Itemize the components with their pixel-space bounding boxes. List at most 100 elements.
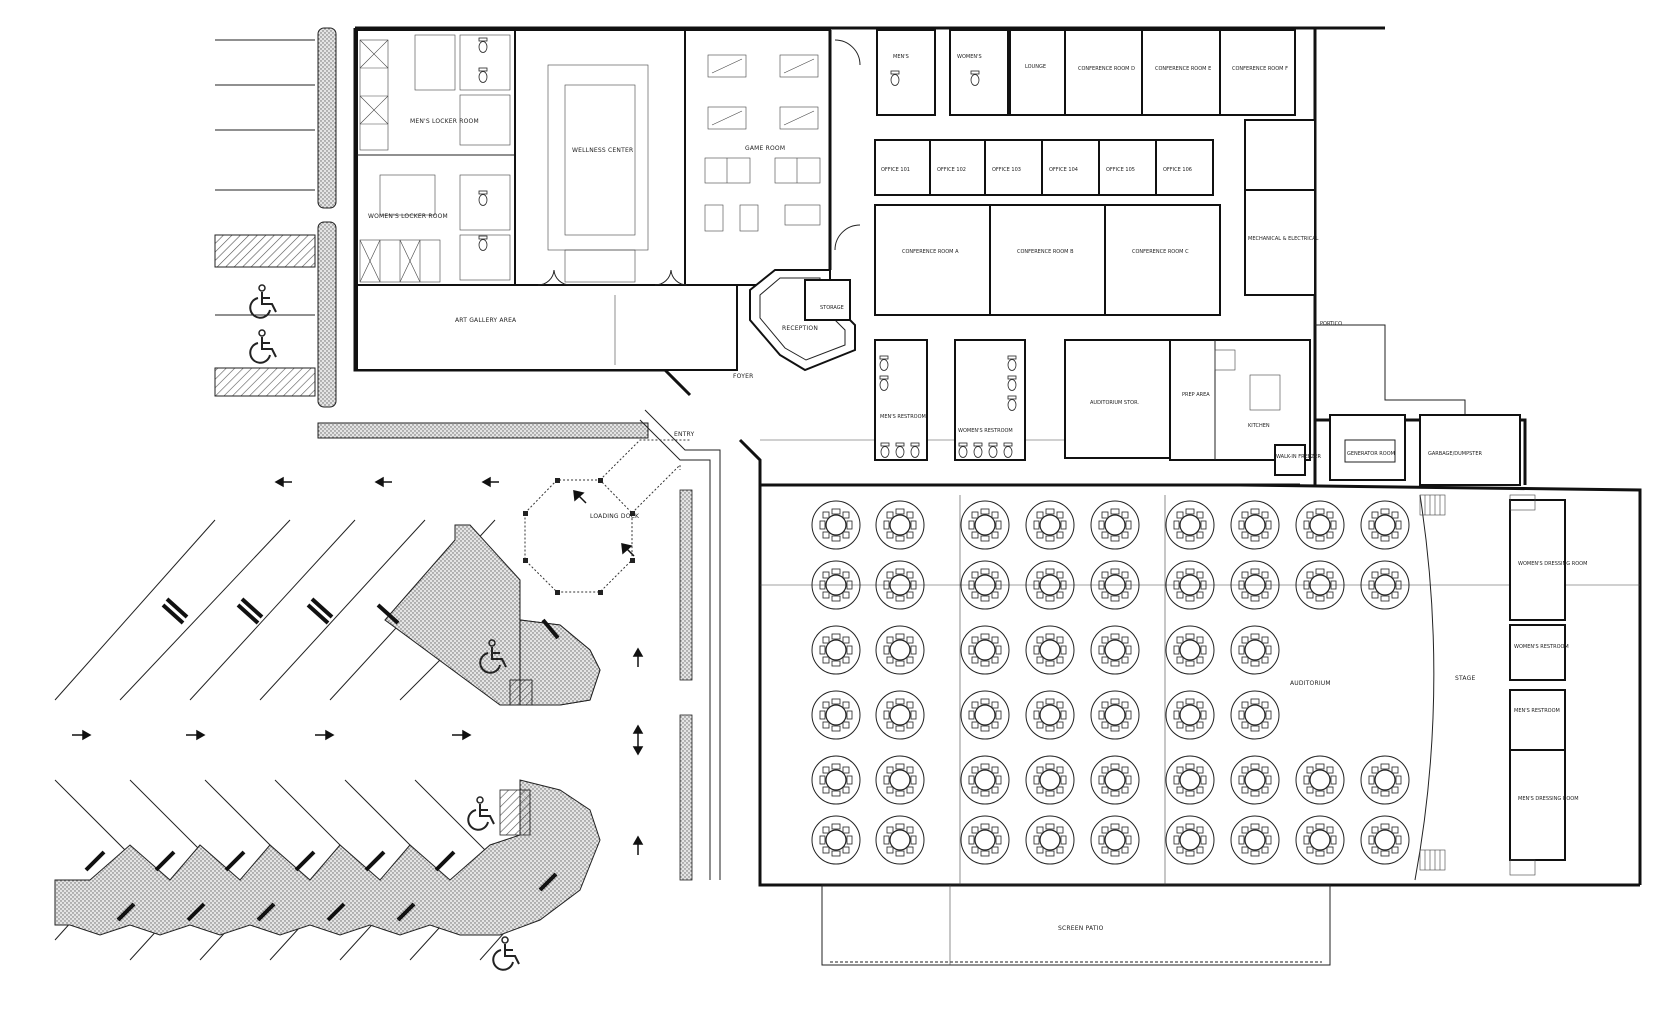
wheel-stop	[84, 850, 558, 922]
round-table-icon	[960, 815, 1010, 865]
screen-patio: SCREEN PATIO	[821, 884, 1331, 966]
room-label-mens-restroom: MEN'S RESTROOM	[880, 414, 926, 420]
locker-rooms	[356, 29, 516, 286]
round-table-icon	[1165, 815, 1215, 865]
room-label-mens-dressing: MEN'S DRESSING ROOM	[1518, 796, 1579, 802]
room-label-generator: GENERATOR ROOM	[1347, 451, 1395, 457]
round-table-icon	[1025, 500, 1075, 550]
room-label-auditorium: AUDITORIUM	[1290, 680, 1331, 687]
room-label-stage: STAGE	[1455, 675, 1475, 682]
accessible-parking-icon	[492, 936, 520, 971]
room-label-kitchen: KITCHEN	[1248, 423, 1270, 429]
round-table-icon	[1090, 755, 1140, 805]
round-table-icon	[875, 500, 925, 550]
round-table-icon	[1295, 815, 1345, 865]
room-label-conf-c: CONFERENCE ROOM C	[1132, 249, 1189, 255]
round-table-icon	[1360, 500, 1410, 550]
curb-island	[317, 221, 337, 408]
round-table-icon	[1360, 815, 1410, 865]
round-table-icon	[811, 625, 861, 675]
room-label-conf-b: CONFERENCE ROOM B	[1017, 249, 1074, 255]
lounge	[1009, 29, 1066, 116]
walkway-strip	[679, 714, 693, 881]
round-table-icon	[1295, 500, 1345, 550]
room-label-conf-d: CONFERENCE ROOM D	[1078, 66, 1135, 72]
hatched-aisle	[499, 789, 531, 836]
room-label-art-gallery: ART GALLERY AREA	[455, 317, 517, 324]
walkway-strip	[679, 489, 693, 681]
accessible-parking-icon	[467, 796, 495, 831]
accessible-parking-icon	[249, 329, 277, 364]
round-table-icon	[1230, 815, 1280, 865]
walkway-edge	[639, 419, 711, 880]
wellness-wing: MEN'S LOCKER ROOM WOMEN'S LOCKER ROOM WE…	[356, 29, 861, 286]
room-label-screen-patio: SCREEN PATIO	[1058, 925, 1104, 932]
room-label-office-106: OFFICE 106	[1163, 167, 1192, 173]
round-table-icon	[1230, 500, 1280, 550]
room-label-office-104: OFFICE 104	[1049, 167, 1078, 173]
room-label-foyer: FOYER	[733, 373, 753, 380]
round-table-icon	[811, 755, 861, 805]
wellness-center	[514, 29, 686, 286]
room-label-womens: WOMEN'S	[957, 54, 982, 60]
auditorium: AUDITORIUM STAGE WOMEN'S DRESSING ROOM W…	[760, 494, 1640, 885]
room-label-lounge: LOUNGE	[1025, 64, 1046, 70]
mens-room	[876, 29, 936, 116]
room-label-womens-restroom-stage: WOMEN'S RESTROOM	[1514, 644, 1569, 650]
round-table-icon	[875, 625, 925, 675]
round-table-icon	[960, 690, 1010, 740]
room-label-office-102: OFFICE 102	[937, 167, 966, 173]
room-label-womens-dressing: WOMEN'S DRESSING ROOM	[1518, 561, 1587, 567]
parking-area	[54, 27, 721, 971]
room-label-mens-restroom-stage: MEN'S RESTROOM	[1514, 708, 1560, 714]
round-table-icon	[875, 690, 925, 740]
room-label-mens: MEN'S	[893, 54, 909, 60]
room-label-game: GAME ROOM	[745, 145, 785, 152]
round-table-icon	[1165, 625, 1215, 675]
room-label-prep-area: PREP AREA	[1182, 392, 1210, 398]
room-label-wellness: WELLNESS CENTER	[572, 147, 633, 154]
hatched-aisle	[214, 367, 316, 397]
round-table-icon	[960, 755, 1010, 805]
round-table-icon	[960, 625, 1010, 675]
hatched-aisle	[214, 234, 316, 268]
round-table-icon	[1165, 500, 1215, 550]
round-table-icon	[1360, 755, 1410, 805]
room-label-womens-locker: WOMEN'S LOCKER ROOM	[368, 213, 448, 220]
round-table-icon	[1230, 690, 1280, 740]
admin-wing: MEN'S WOMEN'S LOUNGE CONFERENCE ROOM D C…	[874, 29, 1342, 327]
room-label-loading-dock: PORTICO	[1320, 321, 1342, 327]
accessible-parking-icon	[249, 284, 277, 319]
game-room	[684, 29, 831, 286]
round-table-icon	[960, 500, 1010, 550]
round-table-icon	[1230, 625, 1280, 675]
parking-stripes-top	[215, 39, 315, 316]
room-label-entry: ENTRY	[674, 431, 695, 438]
round-table-icon	[875, 755, 925, 805]
room-label-storage: STORAGE	[820, 305, 844, 311]
round-table-icon	[1165, 755, 1215, 805]
curb-island	[317, 27, 337, 209]
traffic-arrow-icon	[72, 476, 644, 855]
room-label-mens-locker: MEN'S LOCKER ROOM	[410, 118, 479, 125]
room-label-auditorium-stor: AUDITORIUM STOR.	[1090, 400, 1139, 406]
art-gallery: ART GALLERY AREA	[356, 269, 738, 371]
room-label-garbage: GARBAGE/DUMPSTER	[1428, 451, 1482, 457]
round-table-icon	[1090, 815, 1140, 865]
round-table-icon	[811, 500, 861, 550]
walkway-strip	[317, 422, 649, 439]
round-table-icon	[1025, 690, 1075, 740]
room-label-mech: MECHANICAL & ELECTRICAL	[1248, 236, 1319, 242]
round-table-icon	[1025, 755, 1075, 805]
landscape-median	[54, 779, 601, 936]
room-label-office-103: OFFICE 103	[992, 167, 1021, 173]
room-label-conf-a: CONFERENCE ROOM A	[902, 249, 959, 255]
round-table-icon	[1230, 755, 1280, 805]
room-label-reception: RECEPTION	[782, 325, 818, 332]
room-label-portico: LOADING DOCK	[590, 513, 640, 520]
round-table-icon	[1025, 625, 1075, 675]
round-table-icon	[1295, 755, 1345, 805]
service-core: MEN'S RESTROOM WOMEN'S RESTROOM AUDITORI…	[874, 339, 1521, 486]
reception-foyer: STORAGE RECEPTION FOYER ENTRY	[674, 269, 1140, 441]
